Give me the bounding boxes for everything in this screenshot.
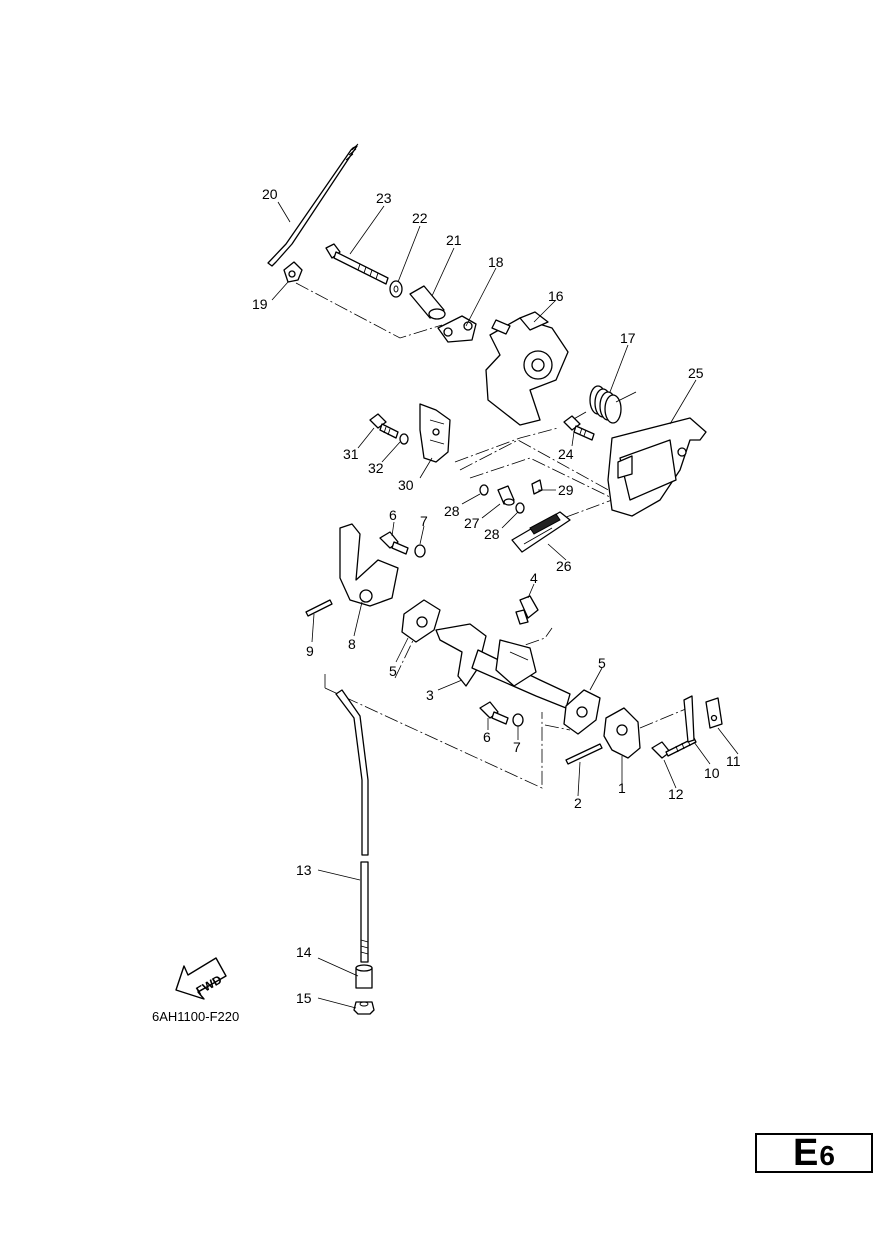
part-17-spring <box>571 385 637 424</box>
part-27-collar <box>497 485 515 506</box>
callout-4: 4 <box>530 570 538 586</box>
callout-14: 14 <box>296 944 312 960</box>
callout-6-lower: 6 <box>483 729 491 745</box>
callout-11: 11 <box>726 753 741 769</box>
callout-23: 23 <box>376 190 392 206</box>
callout-leaders <box>271 201 739 1009</box>
callout-24: 24 <box>558 446 574 462</box>
section-badge: E 6 <box>755 1133 873 1173</box>
callout-30: 30 <box>398 477 414 493</box>
callout-3: 3 <box>426 687 434 703</box>
callout-5-upper: 5 <box>389 663 397 679</box>
callout-15: 15 <box>296 990 312 1006</box>
callout-17: 17 <box>620 330 636 346</box>
part-22-washer <box>389 280 403 298</box>
part-13-rod <box>335 689 369 963</box>
callout-13: 13 <box>296 862 312 878</box>
part-10-plate <box>683 695 695 743</box>
callout-20: 20 <box>262 186 278 202</box>
callout-26: 26 <box>556 558 572 574</box>
callout-29: 29 <box>558 482 574 498</box>
part-28-washer-b <box>515 502 525 514</box>
part-8-lever <box>339 523 399 607</box>
callout-9: 9 <box>306 643 314 659</box>
callout-10: 10 <box>704 765 720 781</box>
callout-1: 1 <box>618 780 626 796</box>
callout-16: 16 <box>548 288 564 304</box>
part-5-cam-upper <box>401 599 441 643</box>
diagram-code: 6AH1100-F220 <box>152 1009 239 1024</box>
part-25-bracket <box>607 417 707 517</box>
part-14-connector <box>355 964 373 989</box>
part-2-pin <box>565 743 603 765</box>
part-4-holder <box>515 595 539 625</box>
callout-8: 8 <box>348 636 356 652</box>
callout-19: 19 <box>252 296 268 312</box>
callout-28-a: 28 <box>444 503 460 519</box>
part-19-joint <box>283 261 303 283</box>
part-28-washer-a <box>479 484 489 496</box>
part-11-tab <box>705 697 723 729</box>
part-6-bolt-lower <box>479 701 509 725</box>
callout-12: 12 <box>668 786 684 802</box>
part-7-washer-lower <box>512 713 524 727</box>
callout-7-lower: 7 <box>513 739 521 755</box>
part-20-rod <box>267 143 359 267</box>
callout-18: 18 <box>488 254 504 270</box>
callout-32: 32 <box>368 460 384 476</box>
callout-28-b: 28 <box>484 526 500 542</box>
part-16-cam <box>485 311 569 426</box>
part-6-bolt-upper <box>379 531 409 555</box>
part-24-bolt <box>563 415 595 441</box>
part-21-collar <box>409 285 446 320</box>
callout-25: 25 <box>688 365 704 381</box>
callout-6-upper: 6 <box>389 507 397 523</box>
callout-22: 22 <box>412 210 428 226</box>
callout-21: 21 <box>446 232 462 248</box>
callout-labels: 20 23 22 21 18 16 19 17 25 31 32 30 24 2… <box>252 186 741 1006</box>
part-1-lever <box>603 707 641 759</box>
part-3-shaft <box>435 623 571 709</box>
part-32-washer <box>399 433 409 445</box>
part-9-pin <box>305 599 333 617</box>
section-letter: E <box>793 1132 819 1174</box>
part-26-slider <box>511 511 571 553</box>
part-31-bolt <box>369 413 399 439</box>
callout-27: 27 <box>464 515 480 531</box>
callout-2: 2 <box>574 795 582 811</box>
part-7-washer-upper <box>414 544 426 558</box>
callout-7-upper: 7 <box>420 513 428 529</box>
callout-31: 31 <box>343 446 359 462</box>
fwd-arrow-icon: FWD <box>175 957 227 1000</box>
part-30-plate <box>419 403 451 463</box>
callout-5-lower: 5 <box>598 655 606 671</box>
section-number: 6 <box>819 1140 835 1171</box>
part-5-cam-lower <box>563 689 601 735</box>
part-29-clip <box>531 479 543 495</box>
part-23-bolt <box>325 243 389 285</box>
part-18-link <box>437 315 477 343</box>
part-15-nut <box>353 1001 375 1015</box>
